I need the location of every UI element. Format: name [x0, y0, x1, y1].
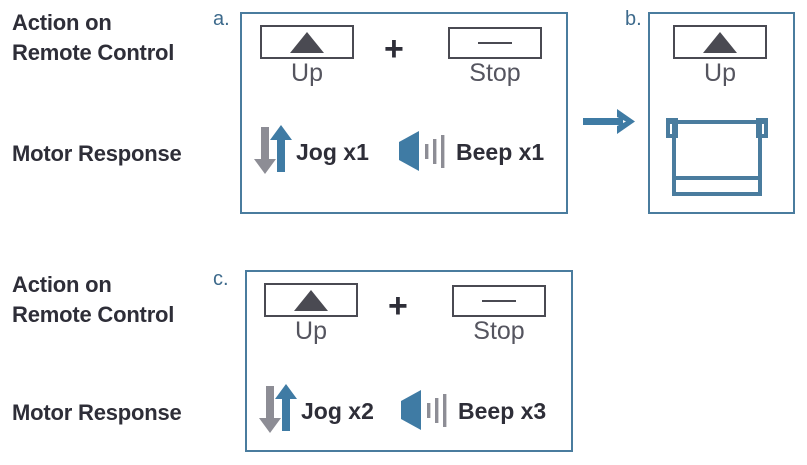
- jog-label-c: Jog x2: [301, 398, 374, 424]
- action-row-label-c: Action on Remote Control: [12, 272, 175, 327]
- response-row-label-bottom: Motor Response: [12, 400, 182, 425]
- operator-plus-a: +: [384, 30, 404, 68]
- up-button-caption-a: Up: [291, 59, 323, 87]
- beep-label-c: Beep x3: [458, 398, 547, 424]
- remote-button-up-a[interactable]: Up: [260, 25, 354, 86]
- stop-button-box-c[interactable]: [452, 285, 546, 317]
- jog-label-a: Jog x1: [296, 139, 369, 165]
- remote-button-stop-c[interactable]: Stop: [452, 285, 546, 344]
- panel-tag-b: b.: [625, 8, 642, 30]
- remote-button-stop-a[interactable]: Stop: [448, 27, 542, 86]
- panel-tag-c: c.: [213, 268, 229, 290]
- triangle-up-icon: [290, 31, 324, 53]
- dash-icon: [482, 300, 516, 302]
- up-button-caption-c: Up: [295, 317, 327, 345]
- jog-arrows-icon: [258, 378, 298, 440]
- up-button-box-a[interactable]: [260, 25, 354, 59]
- stop-button-box-a[interactable]: [448, 27, 542, 59]
- dash-icon: [478, 42, 512, 44]
- right-arrow-icon: [583, 105, 639, 141]
- remote-button-up-c[interactable]: Up: [264, 283, 358, 344]
- panel-tag-a: a.: [213, 8, 230, 30]
- stop-button-caption-a: Stop: [469, 59, 521, 87]
- stop-button-caption-c: Stop: [473, 317, 525, 345]
- remote-button-up-b[interactable]: Up: [673, 25, 767, 86]
- up-button-box-b[interactable]: [673, 25, 767, 59]
- up-button-caption-b: Up: [704, 59, 736, 87]
- speaker-beep-icon: [397, 128, 451, 174]
- speaker-beep-icon: [399, 387, 453, 433]
- beep-label-a: Beep x1: [456, 139, 545, 165]
- operator-plus-c: +: [388, 287, 408, 325]
- triangle-up-icon: [294, 289, 328, 311]
- response-row-label-top: Motor Response: [12, 141, 182, 166]
- jog-arrows-icon: [253, 119, 293, 181]
- up-button-box-c[interactable]: [264, 283, 358, 317]
- roller-shade-icon: [658, 116, 786, 201]
- action-row-label: Action on Remote Control: [12, 10, 175, 65]
- triangle-up-icon: [703, 31, 737, 53]
